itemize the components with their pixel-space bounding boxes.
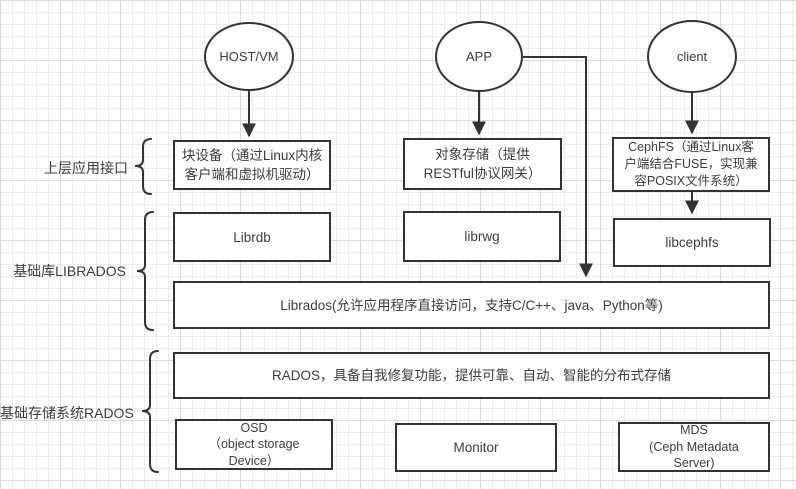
node-osd: OSD （object storage Device）	[175, 419, 333, 470]
node-block-device: 块设备（通过Linux内核 客户端和虚拟机驱动）	[173, 140, 331, 190]
node-librados: Librados(允许应用程序直接访问，支持C/C++、java、Python等…	[173, 281, 770, 329]
node-client: client	[647, 20, 737, 93]
arrow-app-to-librados	[523, 56, 593, 278]
brace-base-library	[136, 211, 154, 331]
node-host-vm: HOST/VM	[204, 22, 294, 91]
node-libcephfs: libcephfs	[613, 218, 771, 267]
node-cephfs: CephFS（通过Linux客 户端结合FUSE，实现兼 容POSIX文件系统）	[612, 137, 770, 192]
group-label-upper-interface: 上层应用接口	[44, 160, 128, 176]
node-monitor: Monitor	[395, 423, 557, 472]
node-app: APP	[435, 21, 523, 92]
group-label-base-library: 基础库LIBRADOS	[13, 263, 126, 279]
node-librwg: librwg	[403, 211, 561, 262]
group-label-base-storage: 基础存储系统RADOS	[0, 405, 134, 421]
node-mds: MDS (Ceph Metadata Server)	[618, 422, 770, 472]
node-librdb: Librdb	[173, 212, 331, 262]
node-object-storage: 对象存储（提供 RESTful协议网关）	[403, 138, 562, 190]
brace-upper-interface	[134, 138, 152, 195]
brace-base-storage	[141, 350, 159, 473]
node-rados: RADOS，具备自我修复功能，提供可靠、自动、智能的分布式存储	[173, 352, 770, 399]
